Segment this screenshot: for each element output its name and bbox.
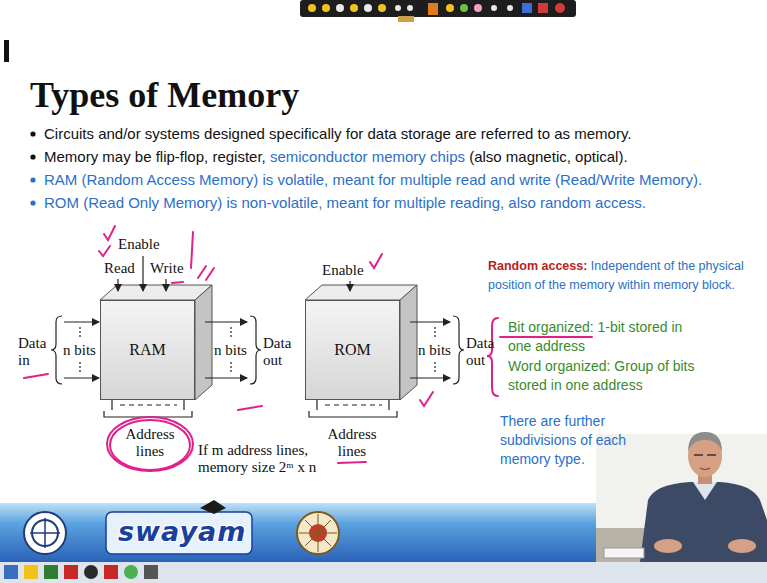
signal-label: Data out <box>263 335 299 369</box>
signal-label: Read <box>104 260 135 277</box>
bus-width: n bits <box>418 342 451 359</box>
block-name: ROM <box>334 341 370 359</box>
text-run: Random access: Independent of the physic… <box>488 257 763 295</box>
size-note: If m address lines, memory size 2ᵐ x n <box>198 442 328 476</box>
signal-label: Enable <box>322 262 364 279</box>
bus-width: n bits <box>214 342 247 359</box>
term-name: Word organized: <box>508 358 610 374</box>
bullet-highlight: semiconductor memory chips <box>270 148 465 165</box>
logo-wordmark: swayam <box>118 516 246 547</box>
signal-label: Data in <box>18 335 54 369</box>
bullet-text: Memory may be flip-flop, register, <box>44 148 266 165</box>
bullet-text: ROM (Read Only Memory) is non-volatile, … <box>44 193 646 213</box>
text-run: Bit organized: 1-bit stored in one addre… <box>508 318 704 356</box>
signal-label: Data out <box>466 335 498 369</box>
slide-title: Types of Memory <box>30 74 299 116</box>
text-run: Word organized: Group of bits stored in … <box>508 357 704 395</box>
bullet-text: Circuits and/or systems designed specifi… <box>44 124 631 144</box>
memory-block: ROM <box>305 300 400 400</box>
edge-marker <box>4 40 9 62</box>
pen-toolbar <box>300 0 576 22</box>
bullet-text: RAM (Random Access Memory) is volatile, … <box>44 170 702 190</box>
taskbar <box>0 562 767 583</box>
bullet-dots <box>30 131 35 205</box>
signal-label: Address lines <box>322 426 382 460</box>
signal-label: Write <box>150 260 184 277</box>
signal-label: Enable <box>118 236 160 253</box>
signal-label: Address lines <box>120 426 180 460</box>
note-text: There are further subdivisions of each m… <box>500 412 650 469</box>
signal-wires <box>51 256 464 417</box>
ram-cube <box>100 285 212 400</box>
term-name: Random access: <box>488 259 587 273</box>
bus-width: n bits <box>63 342 96 359</box>
bullet-text: (also magnetic, optical). <box>469 148 627 165</box>
instructor-video <box>596 432 767 562</box>
block-name: RAM <box>129 341 165 359</box>
rom-cube <box>305 285 417 400</box>
text-run: Memory may be flip-flop, register, semic… <box>44 147 760 167</box>
memory-block: RAM <box>100 300 195 400</box>
term-name: Bit organized: <box>508 319 594 335</box>
